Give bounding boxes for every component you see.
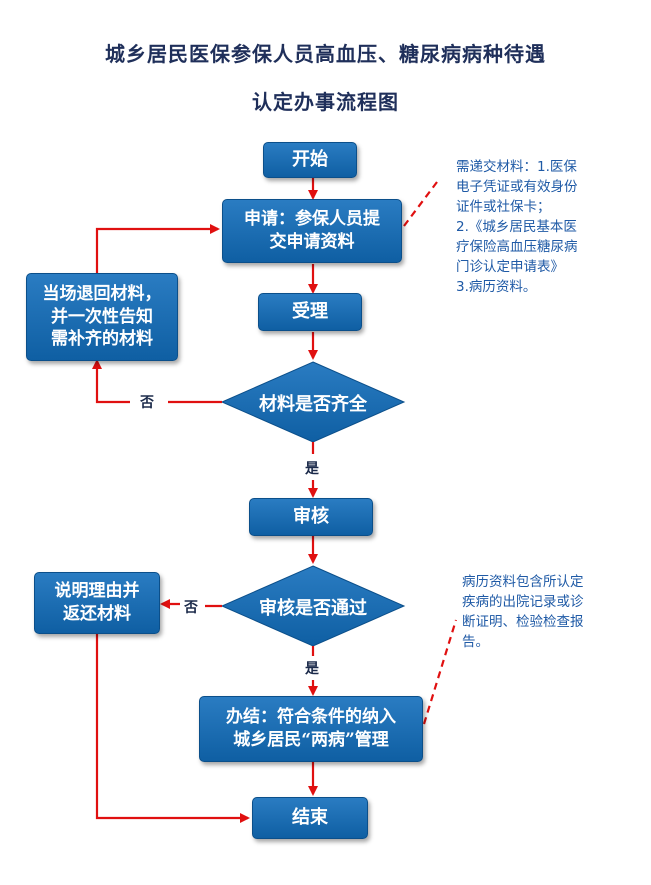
records-note: 病历资料包含所认定 疾病的出院记录或诊 断证明、检验检查报 告。 [462,572,632,652]
complete-node: 办结：符合条件的纳入 城乡居民“两病”管理 [199,696,423,762]
materials-note-line-7: 3.病历资料。 [456,279,537,295]
materials-note-line-1: 需递交材料：1.医保 [456,159,577,175]
materials-note-line-6: 门诊认定申请表》 [456,259,564,275]
start-label: 开始 [292,148,328,170]
records-note-line-3: 断证明、检验检查报 [462,614,584,630]
arrow-explain-to-end [95,634,250,823]
return-label-1: 当场退回材料， [42,283,162,304]
accept-node: 受理 [258,293,362,331]
review-node: 审核 [249,498,373,536]
start-node: 开始 [263,142,357,178]
records-note-line-1: 病历资料包含所认定 [462,574,584,590]
review-label: 审核 [293,505,329,527]
materials-check-label: 材料是否齐全 [259,394,367,415]
explain-label-2: 返还材料 [63,604,131,624]
apply-node: 申请：参保人员提 交申请资料 [222,199,402,263]
materials-note-line-5: 疗保险高血压糖尿病 [456,239,578,255]
materials-note-line-4: 2.《城乡居民基本医 [456,219,577,235]
complete-label-2: 城乡居民“两病”管理 [233,730,389,750]
materials-note-line-3: 证件或社保卡； [456,199,551,215]
diagram-title-line1: 城乡居民医保参保人员高血压、糖尿病病种待遇 [105,42,546,66]
explain-node: 说明理由并 返还材料 [34,572,160,634]
yes-label-review: 是 [305,661,319,677]
diagram-title-line2: 认定办事流程图 [252,90,399,114]
yes-label-materials: 是 [305,461,319,477]
callout-materials [403,177,441,227]
end-label: 结束 [292,806,328,828]
apply-label-1: 申请：参保人员提 [244,209,380,230]
return-label-2: 并一次性告知 [51,306,153,327]
no-label-materials: 否 [140,395,154,411]
accept-label: 受理 [292,300,328,322]
complete-label-1: 办结：符合条件的纳入 [226,707,396,728]
records-note-line-2: 疾病的出院记录或诊 [462,594,584,610]
records-note-line-4: 告。 [462,634,489,650]
return-materials-node: 当场退回材料， 并一次性告知 需补齐的材料 [26,273,178,361]
no-label-review: 否 [184,600,198,616]
explain-label-1: 说明理由并 [54,581,140,602]
materials-note-line-2: 电子凭证或有效身份 [456,179,578,195]
review-check-label: 审核是否通过 [259,598,367,619]
apply-label-2: 交申请资料 [269,232,355,252]
return-label-3: 需补齐的材料 [51,329,153,350]
arrow-no-to-return-box [92,359,130,404]
callout-records [422,619,458,725]
arrow-return-to-apply [95,224,220,273]
end-node: 结束 [252,797,368,839]
materials-note: 需递交材料：1.医保 电子凭证或有效身份 证件或社保卡； 2.《城乡居民基本医 … [456,157,636,297]
